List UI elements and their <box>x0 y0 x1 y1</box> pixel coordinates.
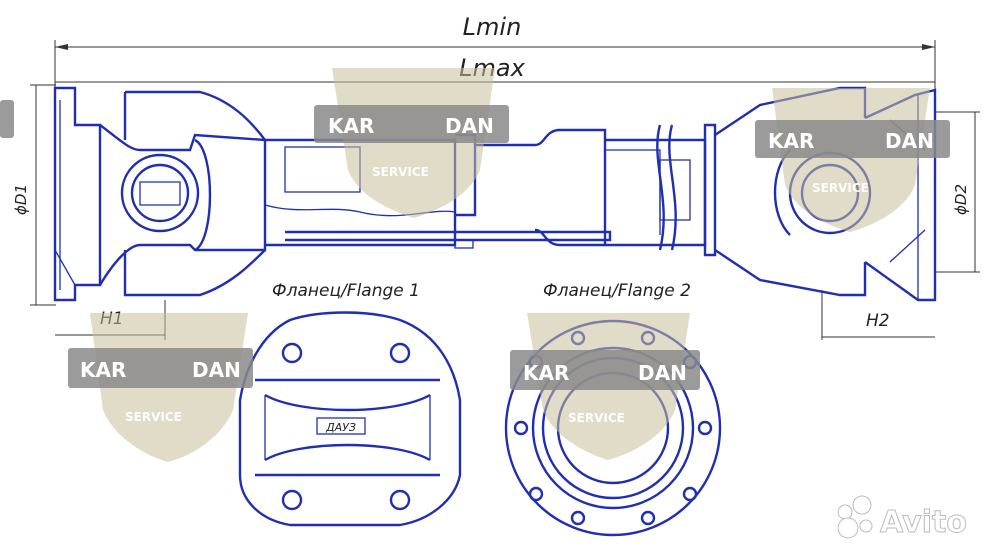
watermark-logo-right: KAR DAN SERVICE <box>755 88 950 232</box>
watermark-kar-bottom: KAR <box>523 361 569 385</box>
avito-dot-icon <box>852 495 872 515</box>
avito-dot-icon <box>837 504 853 520</box>
watermark-kar-left: KAR <box>80 358 126 382</box>
watermark-dan-right: DAN <box>885 129 934 153</box>
watermark-edge <box>0 100 14 138</box>
watermark-logo-left: KAR DAN SERVICE <box>68 313 253 462</box>
watermark-logo-top: KAR DAN SERVICE <box>314 68 509 218</box>
watermark-kar: KAR <box>328 114 374 138</box>
watermark-kar-right: KAR <box>768 129 814 153</box>
dimension-lmin: Lmin <box>54 13 936 95</box>
d2-label: ϕD2 <box>952 184 970 215</box>
watermark-dan: DAN <box>445 114 494 138</box>
dimension-d1: ϕD1 <box>12 84 56 306</box>
lmin-label: Lmin <box>463 13 522 41</box>
avito-dot-icon <box>837 517 859 539</box>
dimension-h2: H2 <box>821 290 935 340</box>
h2-label: H2 <box>866 311 890 331</box>
watermark-logo-bottom: KAR DAN SERVICE <box>510 313 700 460</box>
stamp-label: ДАУЗ <box>325 421 356 434</box>
watermark-service-left: SERVICE <box>125 410 182 424</box>
flange-1-view: ДАУЗ <box>238 311 462 527</box>
dimension-d2: ϕD2 <box>935 111 980 273</box>
watermark-dan-left: DAN <box>192 358 241 382</box>
avito-dot-icon <box>859 519 873 533</box>
watermark-service-right: SERVICE <box>812 181 869 195</box>
watermark-dan-bottom: DAN <box>638 361 687 385</box>
avito-logo: Avito <box>837 495 967 541</box>
avito-text: Avito <box>880 505 967 540</box>
watermark-service: SERVICE <box>372 165 429 179</box>
d1-label: ϕD1 <box>12 184 30 215</box>
watermark-service-bottom: SERVICE <box>568 411 625 425</box>
flange-1-caption: Фланец/Flange 1 <box>272 281 420 301</box>
flange-2-caption: Фланец/Flange 2 <box>543 281 691 301</box>
